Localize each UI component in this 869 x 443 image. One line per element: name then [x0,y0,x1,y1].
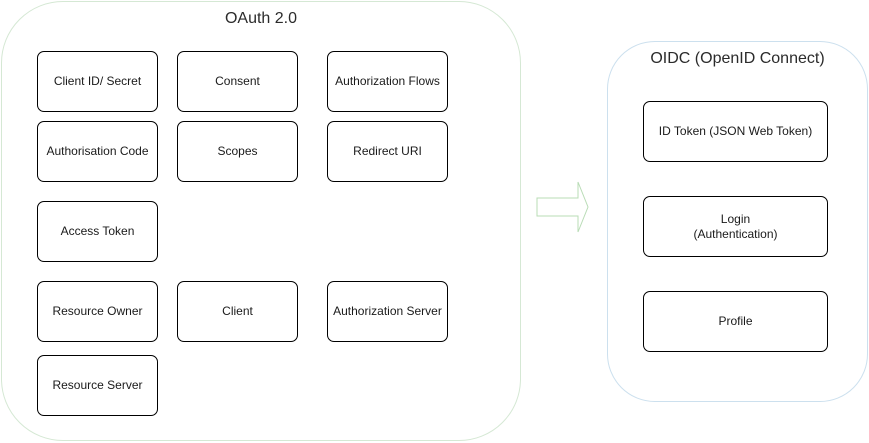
login-node: Login (Authentication) [643,196,828,257]
client-id-secret-node: Client ID/ Secret [37,51,158,112]
id-token-node: ID Token (JSON Web Token) [643,101,828,162]
authorization-server-node: Authorization Server [327,281,448,342]
resource-owner-node: Resource Owner [37,281,158,342]
oauth-title: OAuth 2.0 [224,10,298,27]
resource-server-node: Resource Server [37,355,158,416]
authorisation-code-node: Authorisation Code [37,121,158,182]
oidc-title: OIDC (OpenID Connect) [650,50,825,67]
consent-node: Consent [177,51,298,112]
access-token-node: Access Token [37,201,158,262]
authorization-flows-node: Authorization Flows [327,51,448,112]
redirect-uri-node: Redirect URI [327,121,448,182]
right-arrow-icon [536,181,589,233]
scopes-node: Scopes [177,121,298,182]
profile-node: Profile [643,291,828,352]
client-node: Client [177,281,298,342]
